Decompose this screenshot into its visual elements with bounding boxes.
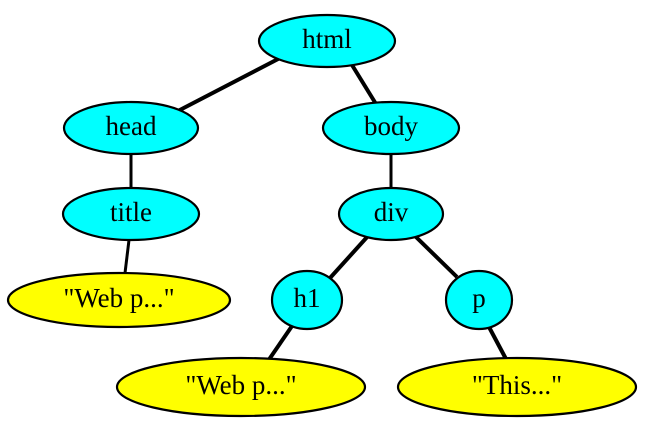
edges-layer bbox=[123, 56, 508, 363]
node-label-title: title bbox=[110, 197, 152, 227]
tree-node-div[interactable]: div bbox=[337, 186, 445, 242]
tree-edge-div-to-h1 bbox=[328, 234, 370, 280]
tree-node-t2[interactable]: "Web p..." bbox=[115, 356, 367, 418]
node-shape-body bbox=[321, 100, 461, 156]
node-shape-t2 bbox=[115, 356, 367, 418]
tree-edge-div-to-p bbox=[413, 234, 459, 279]
node-shape-html bbox=[257, 13, 397, 69]
tree-edge-title-to-t1 bbox=[123, 239, 131, 274]
node-label-p: p bbox=[472, 283, 486, 313]
tree-edge-h1-to-t2 bbox=[266, 324, 294, 363]
node-shape-title bbox=[61, 186, 201, 242]
node-label-head: head bbox=[106, 111, 157, 141]
tree-node-html[interactable]: html bbox=[257, 13, 397, 69]
node-label-t3: "This..." bbox=[472, 370, 562, 400]
node-label-div: div bbox=[374, 197, 409, 227]
tree-node-head[interactable]: head bbox=[62, 100, 200, 156]
tree-node-h1[interactable]: h1 bbox=[270, 269, 344, 331]
node-shape-t3 bbox=[396, 356, 638, 418]
node-label-t2: "Web p..." bbox=[185, 370, 296, 400]
node-label-h1: h1 bbox=[294, 283, 321, 313]
node-shape-t1 bbox=[6, 271, 232, 329]
node-shape-p bbox=[444, 269, 514, 331]
node-shape-div bbox=[337, 186, 445, 242]
tree-edge-html-to-head bbox=[175, 56, 281, 114]
tree-node-t1[interactable]: "Web p..." bbox=[6, 271, 232, 329]
tree-node-body[interactable]: body bbox=[321, 100, 461, 156]
tree-node-p[interactable]: p bbox=[444, 269, 514, 331]
tree-edge-html-to-body bbox=[350, 63, 378, 106]
node-shape-head bbox=[62, 100, 200, 156]
node-label-body: body bbox=[364, 111, 419, 141]
tree-node-title[interactable]: title bbox=[61, 186, 201, 242]
node-shape-h1 bbox=[270, 269, 344, 331]
nodes-layer: html head body title div "Web p..." h1 p "Web p.… bbox=[6, 13, 638, 418]
tree-node-t3[interactable]: "This..." bbox=[396, 356, 638, 418]
node-label-html: html bbox=[302, 24, 352, 54]
node-label-t1: "Web p..." bbox=[63, 283, 174, 313]
tree-edge-p-to-t3 bbox=[487, 326, 508, 360]
